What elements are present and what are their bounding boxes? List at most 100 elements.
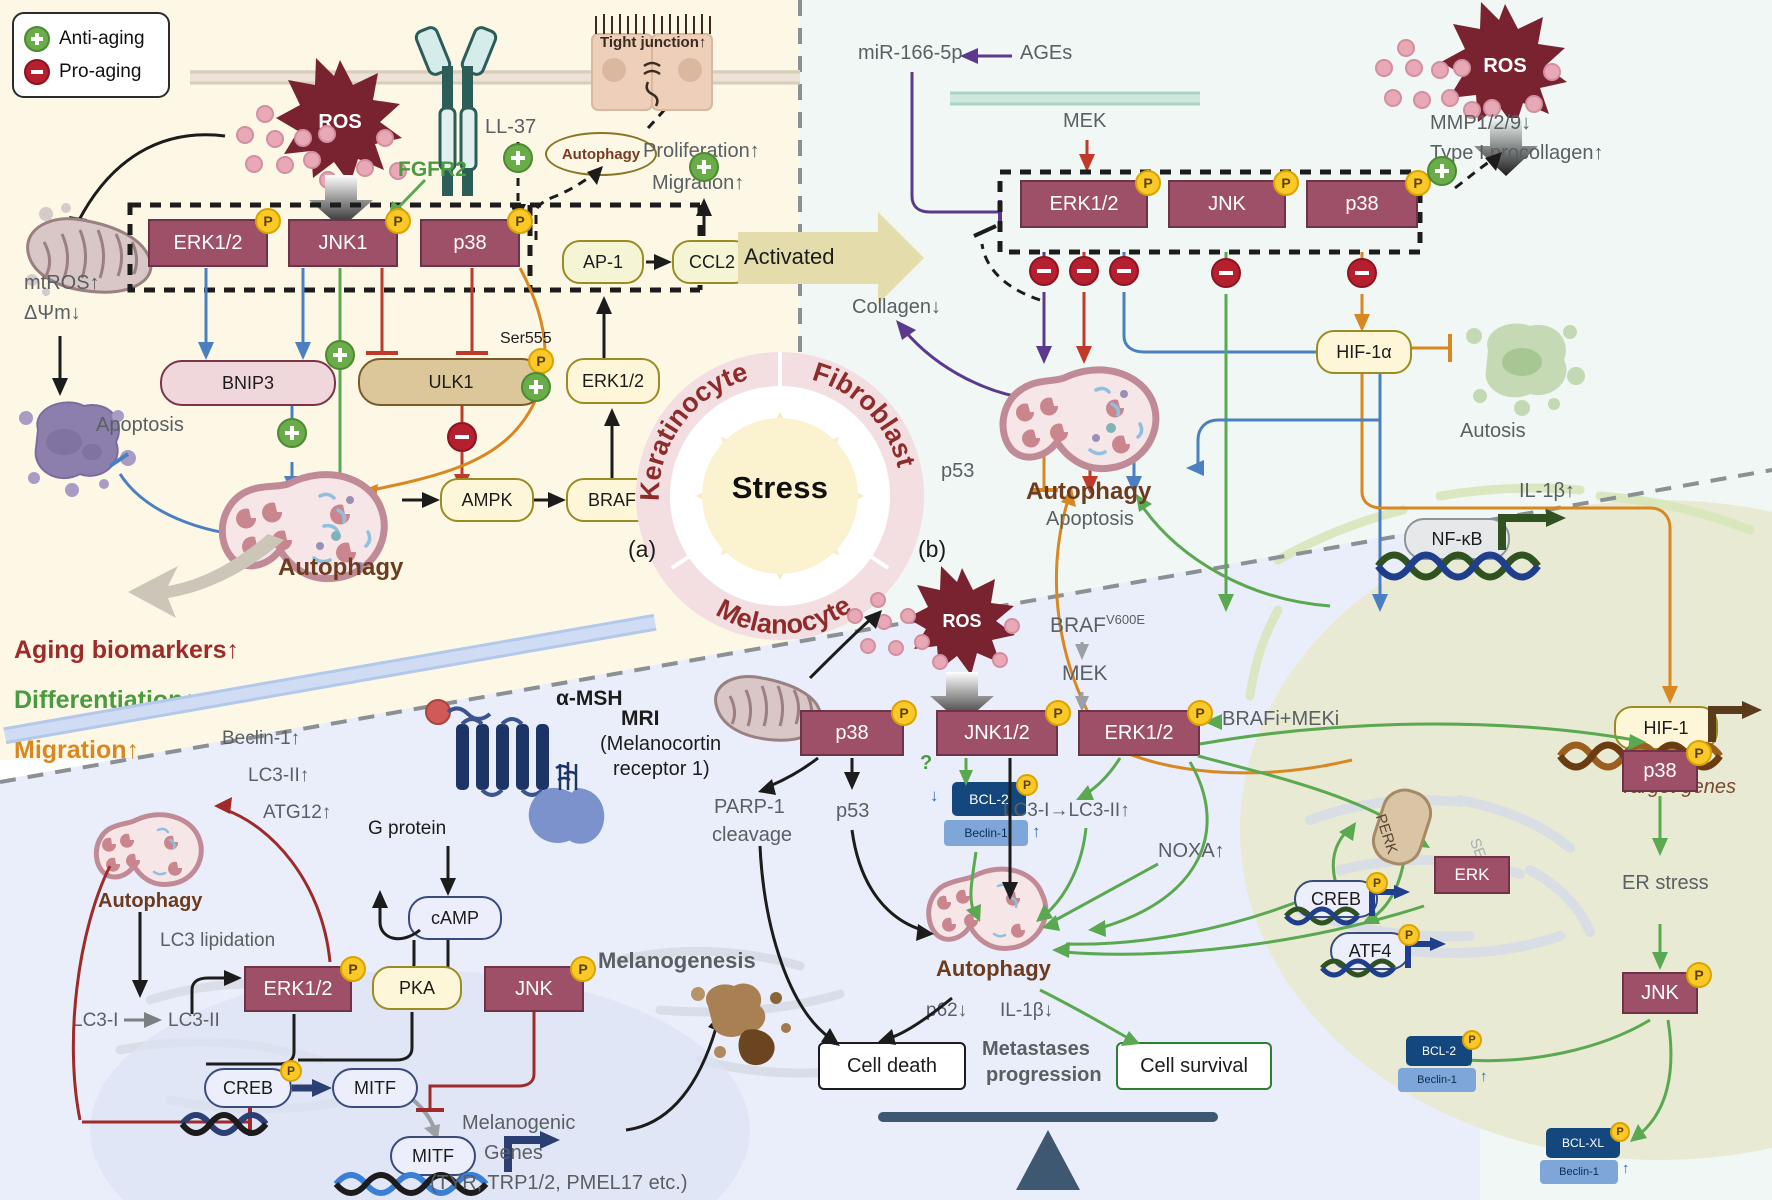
lc3-conversion-label: LC3-I→LC3-II↑ [1003, 800, 1130, 821]
stress-wheel-core [702, 418, 858, 574]
node-p38-melanoma[interactable]: p38 [800, 710, 904, 756]
phospho-badge-bclxl: P [1610, 1122, 1630, 1142]
node-ulk1[interactable]: ULK1 [358, 358, 544, 406]
stress-label: Stress [731, 470, 829, 505]
procollagen-label: Type I procollagen↑ [1430, 142, 1604, 164]
node-erk12-fibroblast[interactable]: ERK1/2 [1020, 180, 1148, 228]
node-bcl2-melanoma[interactable]: BCL-2 [952, 782, 1026, 816]
node-ccl2[interactable]: CCL2 [672, 240, 752, 284]
phospho-badge-p38-kera: P [507, 208, 533, 234]
node-beclin1-bottom[interactable]: Beclin-1 [1540, 1160, 1618, 1184]
er-stress-label: ER stress [1622, 872, 1709, 894]
plus-marker-bnip3-autophagy [277, 418, 307, 448]
ser555-label: Ser555 [500, 330, 552, 347]
autophagy-label-keratinocyte: Autophagy [278, 554, 404, 581]
node-mitf-2[interactable]: MITF [390, 1136, 476, 1176]
node-ap1[interactable]: AP-1 [562, 240, 644, 284]
svg-text:Melanocyte: Melanocyte [712, 590, 857, 640]
mmp-label: MMP1/2/9↓ [1430, 112, 1532, 134]
minus-marker-ulk1-autophagy [447, 422, 477, 452]
phospho-badge-erk12-melanoma: P [1187, 700, 1213, 726]
phospho-badge-p38-right: P [1686, 740, 1712, 766]
node-erk12-downstream[interactable]: ERK1/2 [566, 358, 660, 404]
phospho-badge-creb-mela: P [280, 1060, 302, 1082]
node-bclxl[interactable]: BCL-XL [1546, 1128, 1620, 1158]
node-erk-melanoma-right[interactable]: ERK [1434, 856, 1510, 894]
node-label: ERK1/2 [173, 231, 243, 254]
beclin-bottom-arrow: ↑ [1622, 1160, 1630, 1177]
node-nfkb[interactable]: NF-κB [1404, 518, 1510, 560]
plus-marker-proliferation [689, 152, 719, 182]
node-creb-melanocyte[interactable]: CREB [204, 1068, 292, 1108]
mir-166-5p-label: miR-166-5p [858, 42, 963, 64]
brafi-meki-label: BRAFi+MEKi [1222, 708, 1340, 730]
node-jnk1-keratinocyte[interactable]: JNK1 [288, 219, 398, 267]
metastases-label-1: Metastases [982, 1038, 1090, 1060]
mtros-label: mtROS↑ [24, 272, 100, 294]
braf-v600e-label: BRAFV600E [1050, 612, 1146, 637]
plus-circle-icon [24, 25, 50, 52]
stress-sector-labels: Keratinocyte Fibroblast Melanocyte [636, 352, 921, 640]
phospho-badge-jnk-mela: P [570, 956, 596, 982]
tight-junction-label: Tight junction↑ [600, 34, 707, 51]
node-cell-survival[interactable]: Cell survival [1116, 1042, 1272, 1090]
phospho-badge-p38-melanoma: P [891, 700, 917, 726]
node-erk12-melanocyte[interactable]: ERK1/2 [244, 966, 352, 1012]
phospho-badge-atf4: P [1398, 924, 1420, 946]
proliferation-label: Proliferation↑ [643, 140, 760, 162]
fgfr2-label: FGFR2 [398, 158, 467, 181]
phospho-badge-bcl2: P [1016, 774, 1038, 796]
parp1-label: PARP-1 [714, 796, 785, 818]
node-jnk-melanocyte[interactable]: JNK [484, 966, 584, 1012]
question-mark-label: ? [920, 752, 933, 774]
svg-text:Fibroblast: Fibroblast [809, 357, 921, 471]
node-bnip3[interactable]: BNIP3 [160, 360, 336, 406]
phospho-badge-jnk12-melanoma: P [1045, 700, 1071, 726]
node-jnk-melanoma-right[interactable]: JNK [1622, 972, 1698, 1014]
node-pka[interactable]: PKA [372, 966, 462, 1010]
node-p38-fibroblast[interactable]: p38 [1306, 180, 1418, 228]
beclin-right-arrow: ↑ [1480, 1068, 1488, 1085]
dpsim-label: ΔΨm↓ [24, 302, 81, 324]
ll37-label: LL-37 [485, 116, 537, 138]
node-erk12-keratinocyte[interactable]: ERK1/2 [148, 219, 268, 267]
node-erk12-melanoma[interactable]: ERK1/2 [1078, 710, 1200, 756]
bcl2-down-arrow: ↓ [930, 786, 939, 805]
node-jnk12-melanoma[interactable]: JNK1/2 [936, 710, 1058, 756]
signal-legend: Anti-aging Pro-aging [12, 12, 170, 98]
beclin1-label-mela: Beclin-1↑ [222, 728, 301, 749]
node-camp[interactable]: cAMP [408, 896, 502, 940]
mek-label-melanoma: MEK [1062, 662, 1108, 685]
p53-label-fibro: p53 [941, 460, 975, 482]
noxa-label: NOXA↑ [1158, 840, 1225, 862]
plus-marker-jnk-autophagy [325, 340, 355, 370]
node-mitf-1[interactable]: MITF [332, 1068, 418, 1108]
apoptosis-label: Apoptosis [96, 414, 184, 436]
node-p38-melanoma-right[interactable]: p38 [1622, 750, 1698, 792]
node-ampk[interactable]: AMPK [440, 478, 534, 522]
minus-marker-erk-red [1069, 256, 1099, 286]
node-beclin1-right[interactable]: Beclin-1 [1398, 1068, 1476, 1092]
ages-label: AGEs [1020, 42, 1073, 64]
node-jnk-fibroblast[interactable]: JNK [1168, 180, 1286, 228]
plus-marker-mmp [1427, 156, 1457, 186]
node-bcl2-right[interactable]: BCL-2 [1406, 1036, 1472, 1066]
legend-item-anti-aging: Anti-aging [24, 25, 158, 52]
node-beclin1-melanoma[interactable]: Beclin-1 [944, 820, 1028, 846]
minus-marker-erk-purple [1029, 256, 1059, 286]
node-hif1a[interactable]: HIF-1α [1316, 330, 1412, 374]
mr1-title: MRI [621, 707, 660, 730]
phospho-badge-jnk-right: P [1686, 962, 1712, 988]
beclin-up-arrow: ↑ [1032, 822, 1041, 841]
panel-label-b: (b) [918, 536, 947, 562]
lc3-lipidation-label: LC3 lipidation [160, 930, 276, 951]
node-cell-death[interactable]: Cell death [818, 1042, 966, 1090]
mr1-sub1: (Melanocortin [600, 733, 722, 755]
collagen-label: Collagen↓ [852, 296, 941, 318]
node-p38-keratinocyte[interactable]: p38 [420, 219, 520, 267]
apoptosis-label-fibroblast: Apoptosis [1046, 508, 1134, 530]
autophagy-label-melanoma: Autophagy [936, 956, 1051, 981]
legend-item-pro-aging: Pro-aging [24, 58, 158, 85]
panel-label-a: (a) [628, 536, 657, 562]
minus-circle-icon [24, 58, 50, 85]
